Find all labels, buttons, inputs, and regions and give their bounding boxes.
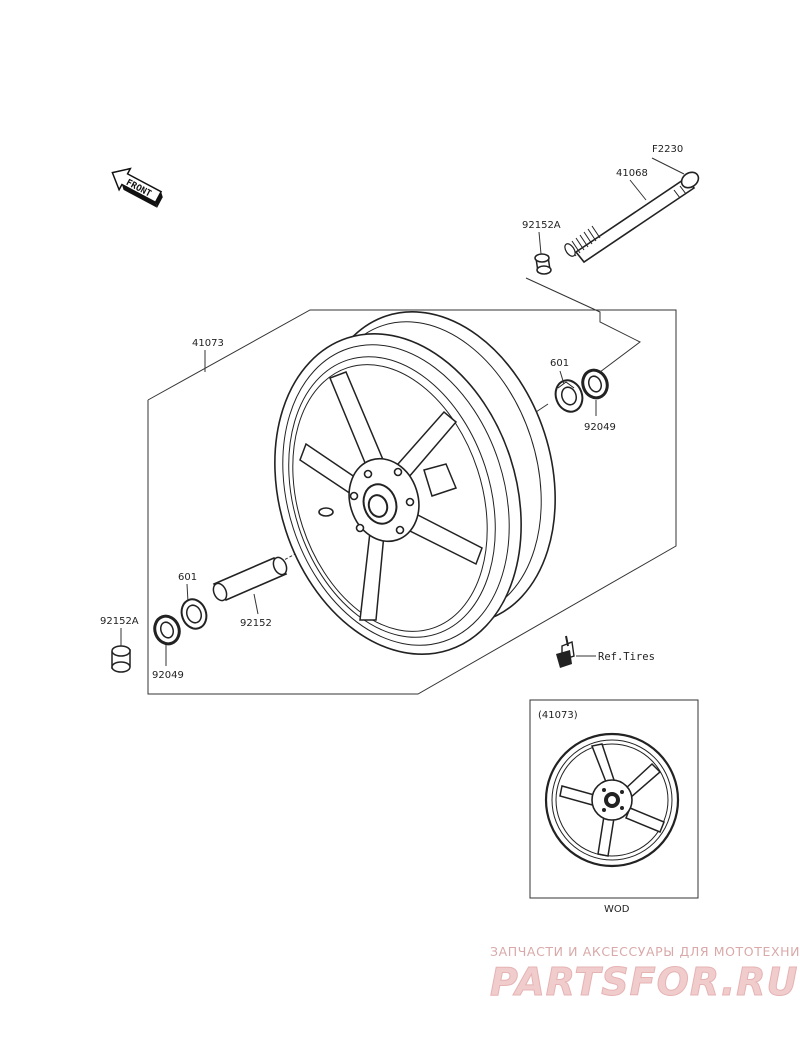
label-92049-left: 92049 bbox=[152, 670, 184, 681]
bearing-601-left bbox=[180, 598, 208, 630]
wheel-41073 bbox=[274, 311, 556, 655]
front-direction-arrow: FRONT bbox=[111, 167, 163, 208]
collar-92152 bbox=[212, 556, 288, 602]
collar-92152a-left bbox=[111, 645, 131, 673]
label-41073: 41073 bbox=[192, 338, 224, 349]
label-92152a-top: 92152A bbox=[522, 220, 561, 231]
label-92152a-left: 92152A bbox=[100, 616, 139, 627]
tire-valve bbox=[556, 635, 575, 668]
wheel-hub bbox=[348, 457, 420, 543]
inset-box: (41073) WOD bbox=[529, 699, 699, 915]
label-601-left: 601 bbox=[178, 572, 197, 583]
watermark-brand-logo: PARTSFOR.RU bbox=[489, 960, 799, 1005]
label-601-right: 601 bbox=[550, 358, 569, 369]
label-f2230: F2230 bbox=[652, 144, 683, 155]
label-ref-tires: Ref.Tires bbox=[598, 651, 655, 663]
oil-seal-92049-left bbox=[153, 614, 181, 646]
label-92049-right: 92049 bbox=[584, 422, 616, 433]
assembly-frame bbox=[147, 309, 677, 695]
bearing-601-right bbox=[554, 379, 584, 413]
label-92152: 92152 bbox=[240, 618, 272, 629]
oil-seal-92049-right bbox=[581, 368, 609, 400]
watermark-tagline: ЗАПЧАСТИ И АКСЕССУАРЫ ДЛЯ МОТОТЕХНИКИ bbox=[490, 944, 800, 959]
inset-label: (41073) bbox=[538, 710, 578, 721]
label-41068: 41068 bbox=[616, 168, 648, 179]
wheel-spokes bbox=[299, 371, 483, 621]
collar-92152a-top bbox=[534, 253, 552, 275]
axle-41068 bbox=[564, 171, 700, 264]
inset-color-code: WOD bbox=[604, 904, 630, 915]
inset-wheel bbox=[544, 732, 680, 868]
